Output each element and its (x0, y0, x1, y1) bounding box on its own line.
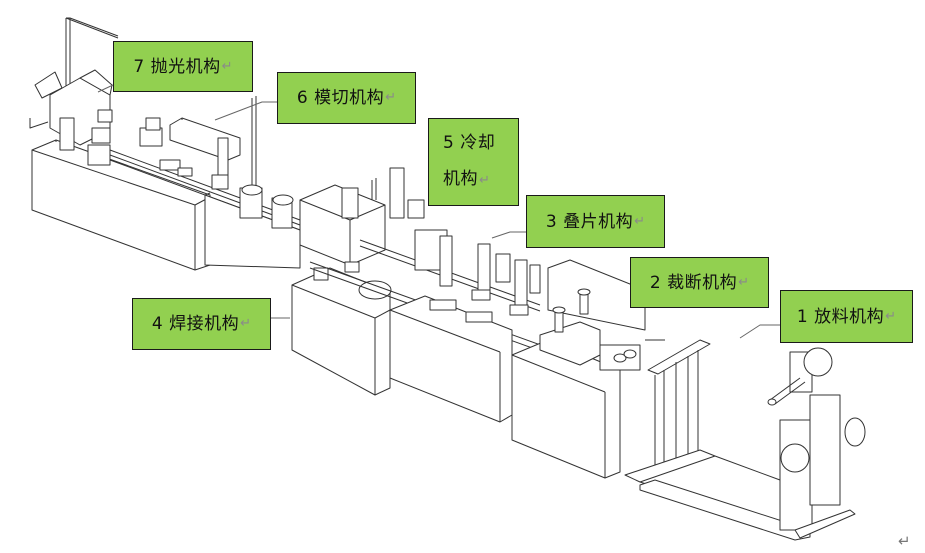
station-1-unwinder (639, 347, 866, 541)
leader-lines (97, 84, 780, 339)
label-welding-mechanism: 4 焊接机构↵ (132, 298, 271, 350)
return-icon: ↵ (479, 173, 490, 188)
station-7-rail (109, 117, 301, 231)
back-panel (65, 17, 257, 235)
label-text-line1: 5 冷却 (443, 133, 496, 153)
paragraph-return-icon: ↵ (898, 532, 911, 550)
label-text: 2 裁断机构 (649, 272, 738, 293)
die-cut-arm (169, 117, 241, 190)
guide-frame (624, 339, 791, 531)
label-text-line2: 机构 (443, 169, 478, 189)
return-icon: ↵ (221, 58, 233, 74)
label-text: 1 放料机构 (796, 306, 885, 327)
label-unwinding-mechanism: 1 放料机构↵ (780, 290, 913, 343)
return-icon: ↵ (885, 308, 897, 324)
station-2-base (511, 259, 665, 479)
station-7-base (31, 139, 211, 271)
station-3-base (389, 295, 513, 423)
station-6-base (204, 184, 301, 269)
return-icon: ↵ (385, 90, 397, 105)
station-5-cooling-block (299, 167, 425, 266)
stacking-columns (414, 229, 541, 316)
label-stacking-mechanism: 3 叠片机构↵ (526, 195, 665, 248)
label-cutting-mechanism: 2 裁断机构↵ (630, 257, 769, 308)
label-text: 4 焊接机构 (151, 314, 240, 334)
return-icon: ↵ (634, 213, 646, 229)
label-text: 6 模切机构 (296, 88, 385, 108)
label-die-cut-mechanism: 6 模切机构↵ (277, 72, 416, 124)
label-cooling-mechanism: 5 冷却 机构↵ (428, 118, 519, 206)
label-text: 3 叠片机构 (545, 211, 634, 232)
label-text: 7 抛光机构 (133, 56, 221, 77)
return-icon: ↵ (240, 316, 252, 331)
station-4-base (291, 261, 392, 396)
label-polishing-mechanism: 7 抛光机构↵ (113, 41, 253, 92)
return-icon: ↵ (738, 274, 750, 290)
